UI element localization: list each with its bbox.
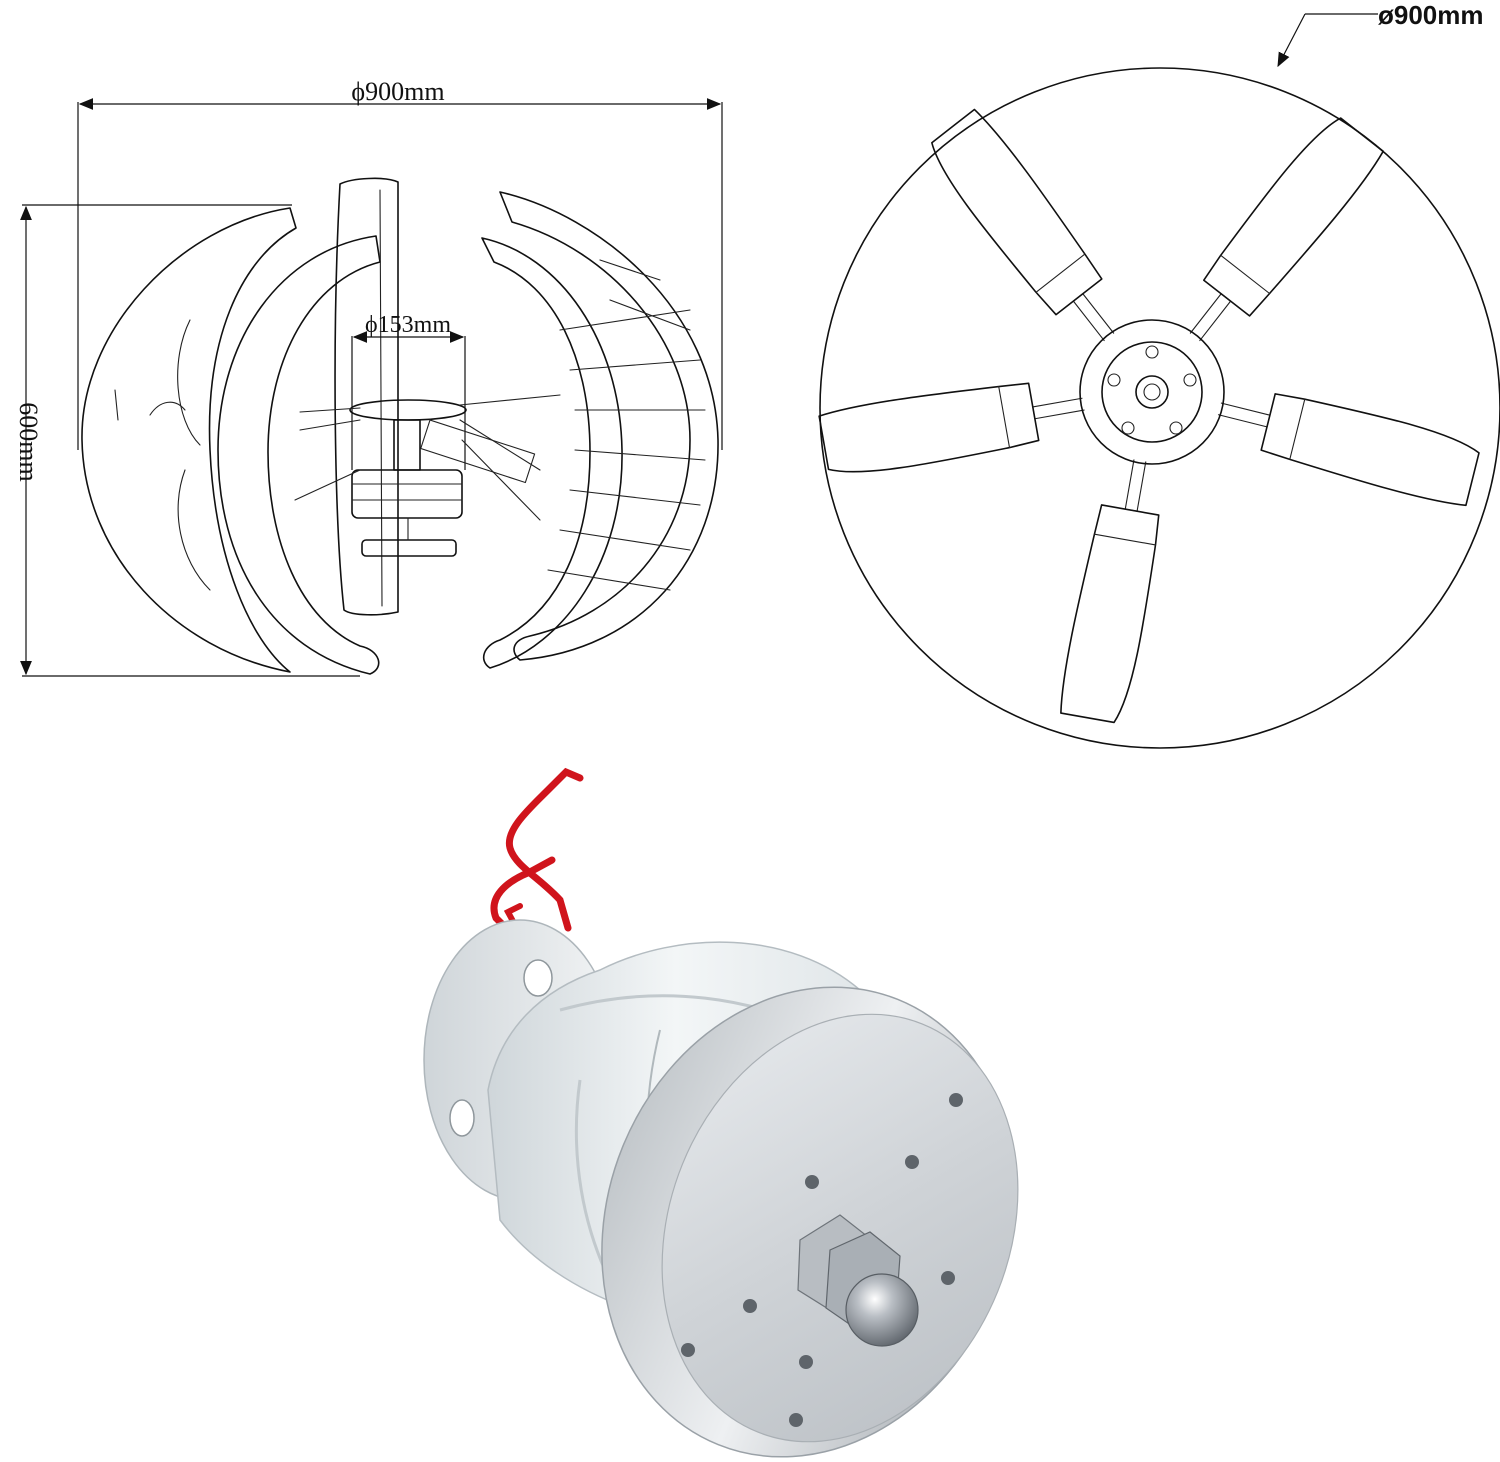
right-inner-blade bbox=[481, 237, 623, 669]
right-outer-blade bbox=[499, 191, 719, 661]
generator-wires bbox=[490, 767, 584, 941]
drawing-generator-core bbox=[349, 399, 467, 557]
drawing-spokes bbox=[294, 394, 561, 521]
height-dimension: 600mm bbox=[14, 204, 360, 677]
top-blade bbox=[931, 108, 1115, 342]
center-back-blade bbox=[334, 177, 399, 616]
left-outer-blade bbox=[81, 207, 297, 673]
front-view-drawing: ϕ900mm 600mm ϕ153mm bbox=[14, 77, 723, 677]
hub-label: ϕ153mm bbox=[365, 312, 451, 338]
top-blade bbox=[1060, 459, 1160, 724]
width-label: ϕ900mm bbox=[351, 77, 444, 106]
blade-fins bbox=[547, 259, 706, 591]
top-blade bbox=[818, 382, 1085, 473]
width-dimension: ϕ900mm bbox=[77, 77, 723, 450]
generator-photo bbox=[423, 767, 1019, 1458]
left-inner-blade bbox=[217, 235, 381, 675]
bolt-holes bbox=[681, 1093, 963, 1427]
height-label: 600mm bbox=[14, 402, 43, 481]
top-blade bbox=[1217, 393, 1480, 507]
diameter-label: ø900mm bbox=[1378, 0, 1484, 30]
top-view-drawing: ø900mm bbox=[818, 0, 1500, 749]
shaft-nut bbox=[797, 1214, 919, 1347]
diameter-dimension: ø900mm bbox=[1277, 0, 1484, 68]
hub-dimension: ϕ153mm bbox=[351, 312, 466, 470]
top-view-hub bbox=[1079, 319, 1225, 465]
top-view-blades bbox=[818, 108, 1480, 724]
sweep-circle bbox=[819, 67, 1500, 749]
top-blade bbox=[1189, 117, 1384, 342]
